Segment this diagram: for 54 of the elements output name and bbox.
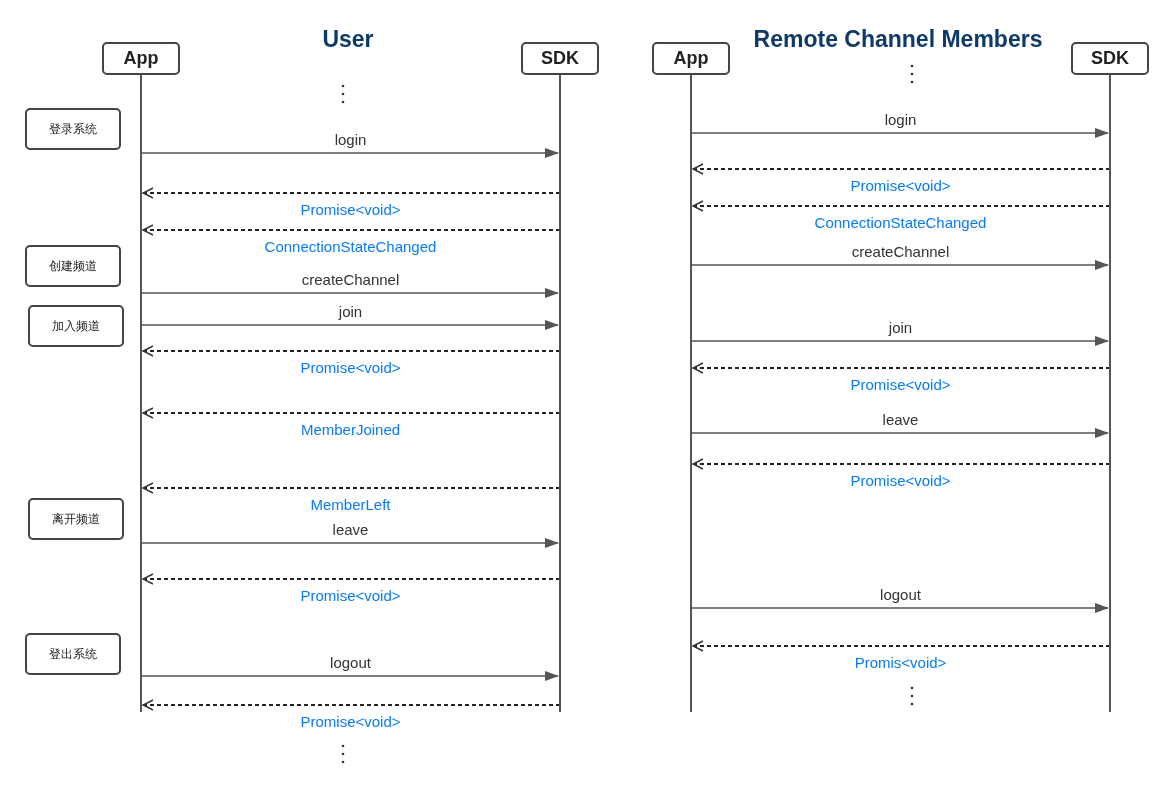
return-message-arrow	[142, 699, 561, 711]
step-box: 登录系统	[25, 108, 121, 150]
message-arrow	[690, 336, 1109, 346]
lifeline-header-box: SDK	[1071, 42, 1149, 75]
message-arrow	[690, 603, 1109, 613]
step-box: 加入频道	[28, 305, 124, 347]
message-label: leave	[330, 521, 371, 538]
message-label: ConnectionStateChanged	[262, 238, 439, 255]
lifeline-header-box: App	[102, 42, 180, 75]
message-label: createChannel	[299, 271, 402, 288]
message-label: Promise<void>	[848, 177, 953, 194]
return-message-arrow	[142, 187, 561, 199]
message-label: Promise<void>	[848, 472, 953, 489]
message-arrow	[140, 148, 559, 158]
message-label: Promise<void>	[848, 376, 953, 393]
message-label: Promis<void>	[852, 654, 949, 671]
lifeline-header-box: App	[652, 42, 730, 75]
message-label: join	[336, 303, 365, 320]
return-message-arrow	[142, 482, 561, 494]
message-label: logout	[328, 654, 373, 671]
message-arrow	[140, 288, 559, 298]
message-label: logout	[878, 586, 923, 603]
message-arrow	[140, 320, 559, 330]
return-message-arrow	[692, 458, 1111, 470]
section-title: Remote Channel Members	[753, 26, 1043, 53]
message-arrow	[140, 671, 559, 681]
return-message-arrow	[142, 345, 561, 357]
message-label: createChannel	[849, 243, 952, 260]
step-box: 创建频道	[25, 245, 121, 287]
step-box: 登出系统	[25, 633, 121, 675]
message-arrow	[690, 428, 1109, 438]
message-label: login	[882, 111, 919, 128]
message-label: leave	[880, 411, 921, 428]
return-message-arrow	[142, 407, 561, 419]
return-message-arrow	[142, 573, 561, 585]
message-label: Promise<void>	[298, 201, 403, 218]
section-title: User	[322, 26, 374, 53]
step-box: 离开频道	[28, 498, 124, 540]
return-message-arrow	[692, 362, 1111, 374]
message-arrow	[690, 260, 1109, 270]
message-label: MemberLeft	[308, 496, 393, 513]
message-label: Promise<void>	[298, 587, 403, 604]
message-label: ConnectionStateChanged	[812, 214, 989, 231]
lifeline-header-box: SDK	[521, 42, 599, 75]
message-label: Promise<void>	[298, 359, 403, 376]
message-arrow	[140, 538, 559, 548]
message-arrow	[690, 128, 1109, 138]
return-message-arrow	[692, 640, 1111, 652]
message-label: join	[886, 319, 915, 336]
return-message-arrow	[692, 163, 1111, 175]
message-label: Promise<void>	[298, 713, 403, 730]
message-label: login	[332, 131, 369, 148]
return-message-arrow	[692, 200, 1111, 212]
return-message-arrow	[142, 224, 561, 236]
